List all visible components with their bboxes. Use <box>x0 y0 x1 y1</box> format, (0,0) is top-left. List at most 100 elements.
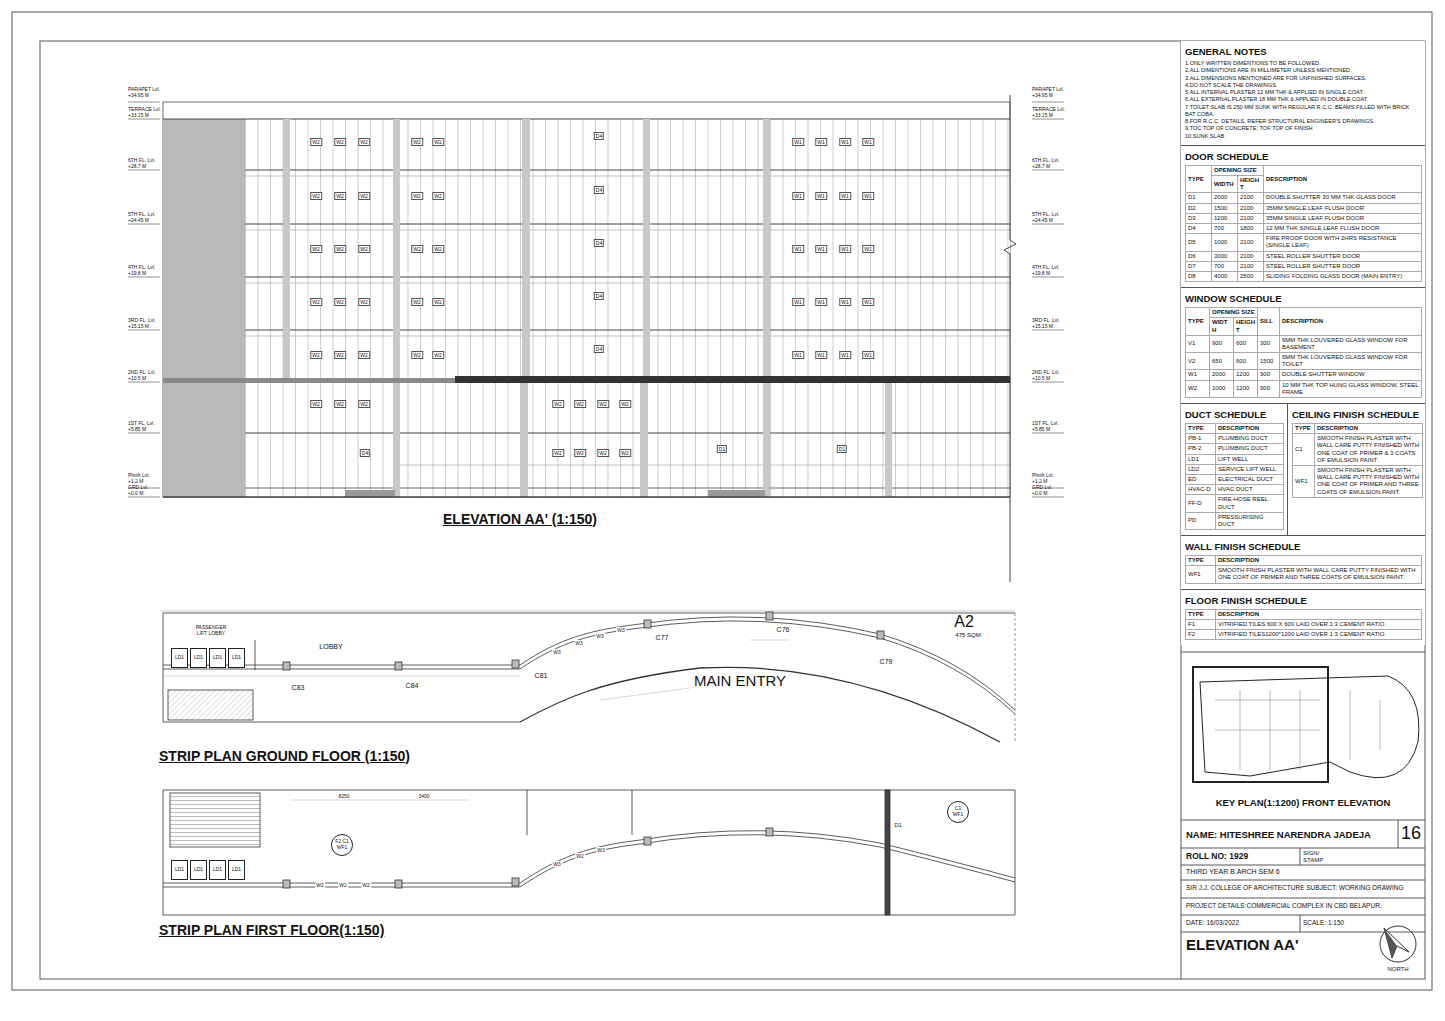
schedule-row: D630002100STEEL ROLLER SHUTTER DOOR <box>1186 251 1422 261</box>
student-name: NAME: HITESHREE NARENDRA JADEJA <box>1186 829 1371 840</box>
schedule-cell: SMOOTH FINISH PLASTER WITH WALL CARE PUT… <box>1315 434 1423 466</box>
header-cell: TYPE <box>1186 165 1212 193</box>
schedule-cell: PRESSURISING DUCT <box>1216 512 1284 529</box>
schedule-cell: 2000 <box>1212 193 1238 203</box>
level-value: +0.0 M <box>128 490 143 496</box>
key-plan <box>1193 667 1419 782</box>
lift-box: LD1 <box>190 860 207 880</box>
schedule-table: TYPEDESCRIPTIONF1VITRIFIED TILES 600 X 6… <box>1185 609 1422 641</box>
window-tag: W2 <box>358 192 370 200</box>
window-tag: W2 <box>575 853 585 859</box>
schedule-cell: VITRIFIED TILES1200*1200 LAID OVER 1:3 C… <box>1216 630 1422 640</box>
schedule-cell: PB-2 <box>1186 444 1216 454</box>
area-value: 475 SQM <box>955 632 980 639</box>
tag-text: LD1 <box>175 867 184 873</box>
cell-text: 1000 <box>1212 385 1225 391</box>
cell-text: 1200 <box>1236 371 1249 377</box>
level-value: +0.0 M <box>1032 490 1047 496</box>
cell-text: OPENING SIZE <box>1214 167 1257 173</box>
tag-text: LD1 <box>194 867 203 873</box>
cell-text: W2 <box>1188 385 1197 391</box>
tag-text: WF1 <box>337 845 348 851</box>
cell-text: TYPE <box>1188 176 1204 182</box>
schedule-cell: PD <box>1186 512 1216 529</box>
cell-text: DESCRIPTION <box>1317 425 1358 431</box>
schedule-row: D77002100STEEL ROLLER SHUTTER DOOR <box>1186 261 1422 271</box>
window-tag: W2 <box>358 400 370 408</box>
schedule-cell: SMOOTH FINISH PLASTER WITH WALL CARE PUT… <box>1216 566 1422 583</box>
note-line: 9.TOC:TOP OF CONCRETE; TOF:TOP OF FINISH <box>1185 125 1421 132</box>
window-tag: W2 <box>358 245 370 253</box>
cell-text: 1200 <box>1236 385 1249 391</box>
finish-tag-circle: C1WF1 <box>947 801 969 823</box>
door-window-tag: W2 <box>597 449 609 457</box>
north-label: NORTH <box>1387 966 1408 973</box>
schedule-row: W120001200900DOUBLE SHUTTER WINDOW <box>1186 370 1422 380</box>
window-tag: W2 <box>574 400 586 408</box>
schedule-row: D840002500SLIDING FOLDING GLASS DOOR (MA… <box>1186 271 1422 281</box>
window-tag: W2 <box>310 138 322 146</box>
schedule-cell: D3 <box>1186 213 1212 223</box>
cell-text: 700 <box>1214 263 1224 269</box>
header-row: TYPEDESCRIPTION <box>1186 556 1422 566</box>
cell-text: C1 <box>1295 446 1303 452</box>
level-name: 5TH FL. Lvl. <box>128 211 155 217</box>
cell-text: LD1 <box>1188 456 1199 462</box>
level-name: 1ST FL. Lvl. <box>1032 420 1059 426</box>
cell-text: SMOOTH FINISH PLASTER WITH WALL CARE PUT… <box>1317 467 1419 495</box>
header-cell: HEIGHT <box>1238 176 1264 193</box>
note-line: 4.DO NOT SCALE THE DRAWINGS. <box>1185 82 1421 89</box>
level-name: TERRACE Lvl. <box>128 106 161 112</box>
schedule-cell: 900 <box>1258 370 1280 380</box>
header-cell: DESCRIPTION <box>1216 556 1422 566</box>
schedule-cell: F2 <box>1186 630 1216 640</box>
duct-schedule: DUCT SCHEDULETYPEDESCRIPTIONPB-1PLUMBING… <box>1181 403 1287 535</box>
note-line: 3.ALL DIMENSIONS MENTIONED ARE FOR UNFIN… <box>1185 75 1421 82</box>
lift-box: LD1 <box>171 860 188 880</box>
schedule-row: C1 SMOOTH FINISH PLASTER WITH WALL CARE P… <box>1293 434 1423 466</box>
room-name: MAIN ENTRY <box>694 672 786 690</box>
drawing-title: STRIP PLAN FIRST FLOOR(1:150) <box>159 922 384 939</box>
cell-text: V2 <box>1188 358 1195 364</box>
header-row: TYPEOPENING SIZESILLDESCRIPTION <box>1186 308 1422 318</box>
window-tag: W2 <box>334 192 346 200</box>
general-notes: GENERAL NOTES1.ONLY WRITTEN DIMENTIONS T… <box>1181 41 1425 145</box>
schedule-cell: 2100 <box>1238 203 1264 213</box>
schedule-cell: 1200 <box>1212 213 1238 223</box>
schedule-cell: 2100 <box>1238 234 1264 251</box>
schedule-cell: 3000 <box>1212 251 1238 261</box>
note-line: 5.ALL INTERNAL PLASTER 12 MM THK & APPLI… <box>1185 89 1421 96</box>
cell-text: 900 <box>1212 340 1222 346</box>
schedule-cell: 2000 <box>1210 370 1234 380</box>
schedule-cell: 1000 <box>1210 380 1234 397</box>
level-name: 6TH FL. Lvl. <box>128 157 155 163</box>
schedule-cell: D7 <box>1186 261 1212 271</box>
window-tag: W2 <box>411 245 423 253</box>
cell-text: D6 <box>1188 253 1196 259</box>
schedule-cell: WF1 <box>1186 566 1216 583</box>
strip-plan-first <box>163 790 1015 915</box>
note-line: 8.FOR R.C.C. DETAILS, REFER STRUCTURAL E… <box>1185 118 1421 125</box>
cell-text: 4000 <box>1214 273 1227 279</box>
window-tag: W1 <box>839 192 851 200</box>
dimension: 3400 <box>417 793 430 799</box>
cell-text: 2100 <box>1240 239 1253 245</box>
floor-finish-schedule: FLOOR FINISH SCHEDULETYPEDESCRIPTIONF1VI… <box>1181 589 1425 646</box>
window-tag: W1 <box>815 138 827 146</box>
window-tag: W2 <box>358 351 370 359</box>
window-tag: W1 <box>815 192 827 200</box>
header-cell: HEIGHT <box>1234 318 1258 335</box>
level-name: GRD Lvl. <box>128 484 148 490</box>
window-tag: W3 <box>552 649 562 655</box>
window-tag: W1 <box>815 351 827 359</box>
tag-text: LD1 <box>175 655 184 661</box>
header-cell: OPENING SIZE <box>1212 165 1264 175</box>
window-tag: W2 <box>411 351 423 359</box>
schedule-table: TYPEOPENING SIZEDESCRIPTIONWIDTHHEIGHTD1… <box>1185 165 1422 282</box>
level-name: 3RD FL. Lvl. <box>1032 317 1060 323</box>
cell-text: ELECTRICAL DUCT <box>1218 476 1273 482</box>
cell-text: WIDTH <box>1214 181 1234 187</box>
key-plan-caption: KEY PLAN(1:1200) FRONT ELEVATION <box>1216 797 1391 808</box>
window-tag: W3 <box>616 627 626 633</box>
level-value: +1.2 M <box>128 478 143 484</box>
